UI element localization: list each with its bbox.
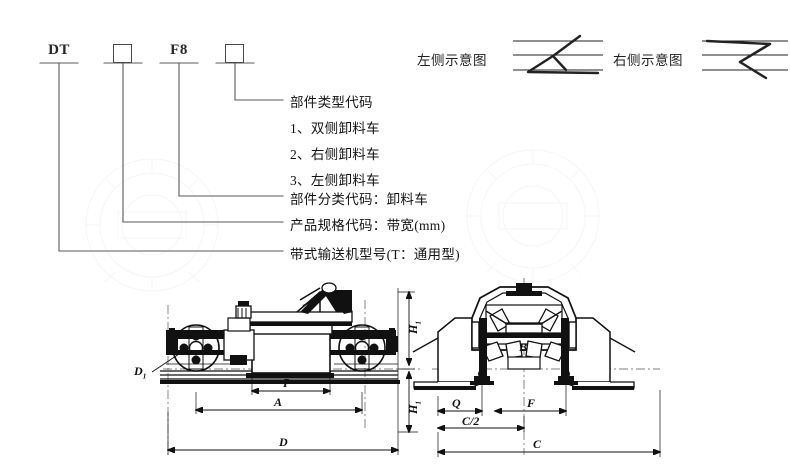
note-option-2: 2、右侧卸料车 [290, 147, 380, 162]
dim-label-A: A [274, 395, 283, 409]
note-option-1: 1、双侧卸料车 [290, 121, 380, 136]
right-view-sketch [702, 39, 788, 80]
model-code-f8: F8 [170, 42, 188, 58]
note-option-3: 3、左侧卸料车 [290, 173, 380, 188]
model-code-box-1[interactable] [113, 44, 132, 63]
dim-label-P: P [283, 376, 291, 390]
dim-label-D1: D1 [134, 364, 147, 381]
model-code-dt: DT [48, 42, 70, 58]
note-spec-code: 产品规格代码：带宽(mm) [290, 218, 446, 233]
note-part-type-code: 部件类型代码 [290, 95, 373, 110]
left-view-sketch [513, 34, 603, 75]
dim-label-D: D [279, 435, 288, 449]
dim-label-C-half: C/2 [462, 414, 480, 428]
dim-label-B: B [519, 340, 528, 354]
model-code-box-2[interactable] [225, 44, 244, 63]
dim-label-Q: Q [452, 396, 461, 410]
note-part-class-code: 部件分类代码：卸料车 [290, 192, 428, 207]
side-view-left-wheel [172, 324, 220, 372]
legend-right-view-label: 右侧示意图 [613, 53, 683, 68]
dim-label-F: F [527, 396, 536, 410]
dim-label-C: C [533, 437, 542, 451]
note-conveyor-model: 带式输送机型号(T：通用型) [290, 247, 460, 262]
legend-left-view-label: 左侧示意图 [417, 53, 487, 68]
side-view-right-wheel [338, 324, 386, 372]
